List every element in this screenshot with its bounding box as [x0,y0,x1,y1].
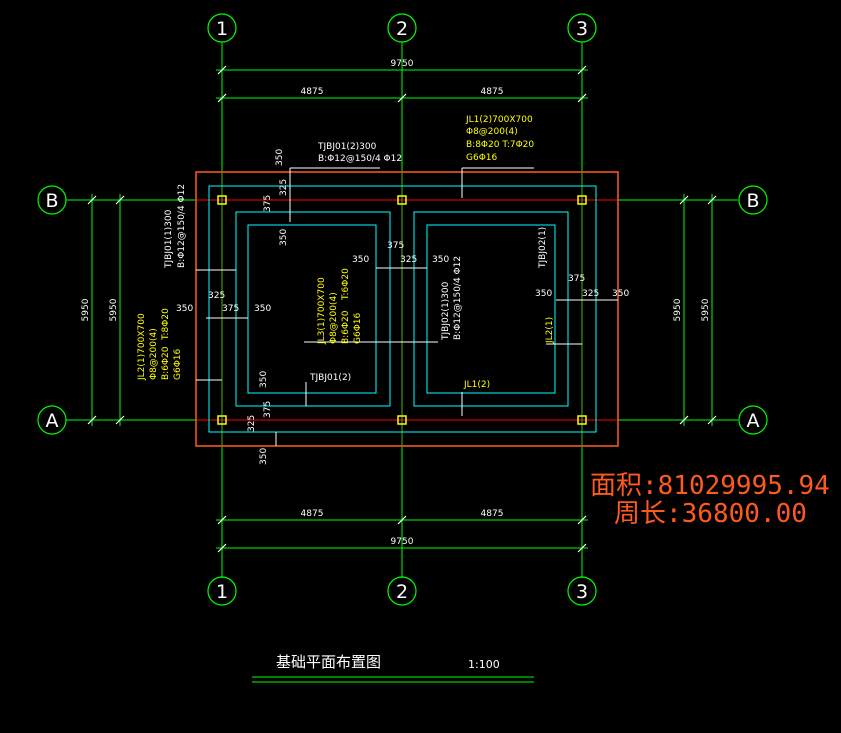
label-jl1-top-3: B:8Φ20 T:7Φ20 [466,140,534,150]
label-jl2-left-1: JL2(1)700X700 [137,313,147,381]
label-jl2-left-2: Φ8@200(4) [149,328,159,380]
label-tjbj01-top-1: TJBJ01(2)300 [317,142,377,152]
dim-325-bottom: 325 [247,415,257,432]
axis-bubble-2-bottom [387,576,417,606]
dim-350-inner-top: 350 [279,229,289,246]
column-b3 [577,195,587,205]
axis-label-3-bottom: 3 [576,581,588,603]
dim-right-bottom: 4875 [481,509,504,519]
dim-total-top: 9750 [391,59,414,69]
axis-bubble-a-left [37,405,67,435]
axis-label-a-left: A [46,410,59,432]
dim-375-right: 375 [568,274,585,284]
label-tjbj01-top-2: B:Φ12@150/4 Φ12 [318,154,402,164]
axis-label-a-right: A [747,410,760,432]
axis-bubble-1-top [207,13,237,43]
label-jl3-2: Φ8@200(4) [329,292,339,344]
dim-left-bottom: 4875 [301,509,324,519]
column-a1 [217,415,227,425]
leader-lines [196,167,618,446]
label-tjbj02-2: B:Φ12@150/4 Φ12 [453,256,463,340]
dim-350-inner-left: 350 [254,304,271,314]
column-b2 [397,195,407,205]
axis-label-2-top: 2 [396,18,408,40]
dim-total-bottom: 9750 [391,537,414,547]
label-jl2-right: JL2(1) [545,317,555,344]
label-tjbj02-right: TJBJ02(1) [538,227,548,269]
dim-325-mid: 325 [400,255,417,265]
axis-label-2-bottom: 2 [396,581,408,603]
dim-right-inner: 5950 [673,298,683,321]
dim-right-outer: 5950 [701,298,711,321]
label-jl1-top-1: JL1(2)700X700 [465,115,533,125]
axis-bubble-3-bottom [567,576,597,606]
label-tjbj01-left-1: TJBJ01(1)300 [164,209,174,269]
label-jl1-top-4: G6Φ16 [466,153,498,163]
dim-350-inner-bottom: 350 [259,371,269,388]
label-tjbj02-1: TJBJ02(1)300 [441,281,451,341]
dim-350-mid-left: 350 [352,255,369,265]
axis-bubbles [37,13,768,606]
axis-label-1-top: 1 [216,18,228,40]
axis-label-1-bottom: 1 [216,581,228,603]
dim-350-right: 350 [612,289,629,299]
axis-bubble-3-top [567,13,597,43]
dimension-texts: 9750 4875 4875 4875 4875 9750 5950 5950 … [81,59,711,547]
axis-bubble-labels: 1 2 3 1 2 3 B A B A [45,18,759,603]
dim-left-top: 4875 [301,87,324,97]
dimension-ticks [87,65,717,553]
column-b1 [217,195,227,205]
perimeter-text: 周长:36800.00 [614,499,807,529]
drawing-scale: 1:100 [468,658,500,671]
beam-outlines [208,185,597,433]
dim-350-inner-right: 350 [535,289,552,299]
foundation-outline [195,171,619,447]
local-dimensions: 350 325 375 350 325 375 350 350 350 375 … [176,149,629,465]
dim-350-bottom: 350 [259,448,269,465]
label-jl2-left-3: B:6Φ20 [161,346,171,380]
drawing-title: 基础平面布置图 [276,653,381,671]
dim-350-mid-right: 350 [432,255,449,265]
title-underline [252,676,534,683]
dim-325-left: 325 [208,291,225,301]
axis-bubble-1-bottom [207,576,237,606]
dim-375-left: 375 [222,304,239,314]
label-jl1-bottom: JL1(2) [463,380,490,390]
dim-left-outer: 5950 [81,298,91,321]
label-jl1-top-2: Φ8@200(4) [466,127,518,137]
axis-label-b-right: B [746,190,759,212]
annotations: TJBJ01(2)300 B:Φ12@150/4 Φ12 JL1(2)700X7… [137,115,555,390]
label-jl2-left-4: T:8Φ20 [161,308,171,341]
column-a2 [397,415,407,425]
axis-bubble-2-top [387,13,417,43]
dim-325-right: 325 [582,289,599,299]
dim-left-inner: 5950 [109,298,119,321]
axis-bubble-b-right [738,185,768,215]
label-jl3-4: T:6Φ20 [341,268,351,301]
dim-350-left: 350 [176,304,193,314]
dim-375-bottom: 375 [263,401,273,418]
column-a3 [577,415,587,425]
axis-bubble-a-right [738,405,768,435]
label-jl3-1: JL3(1)700X700 [317,277,327,345]
area-text: 面积:81029995.94 [590,471,830,501]
label-jl3-3: B:6Φ20 [341,310,351,344]
columns [217,195,587,425]
dim-375-top: 375 [263,195,273,212]
dim-right-top: 4875 [481,87,504,97]
axis-bubble-b-left [37,185,67,215]
label-tjbj01-bottom: TJBJ01(2) [309,373,351,383]
axis-label-3-top: 3 [576,18,588,40]
axis-label-b-left: B [45,190,58,212]
label-tjbj01-left-2: B:Φ12@150/4 Φ12 [177,184,187,268]
label-jl3-5: G6Φ16 [353,312,363,344]
label-jl2-left-5: G6Φ16 [173,348,183,380]
dim-325-top: 325 [279,179,289,196]
dim-350-top: 350 [275,149,285,166]
dim-375-mid: 375 [387,241,404,251]
